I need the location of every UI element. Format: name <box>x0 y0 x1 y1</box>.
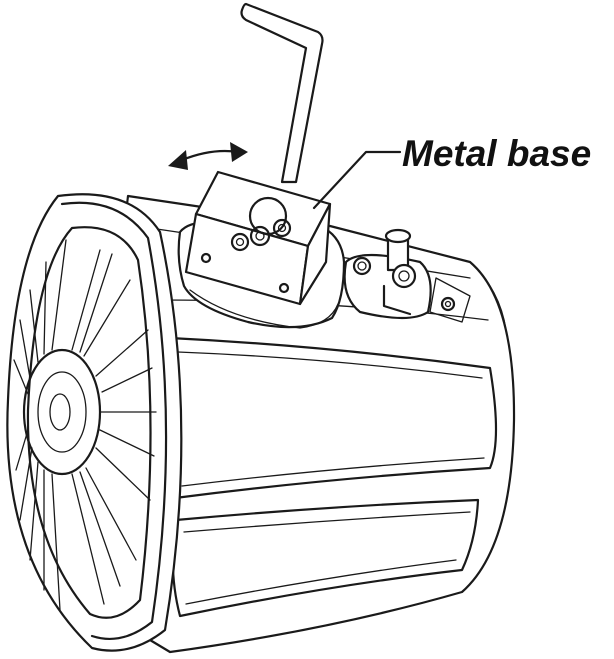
speaker-grille <box>6 193 183 652</box>
rotate-arrow-icon <box>168 142 248 170</box>
allen-key-icon <box>240 2 324 184</box>
callout-leader <box>312 150 402 210</box>
metal-base-label: Metal base <box>402 133 592 174</box>
terminal-block <box>343 228 471 323</box>
metal-base <box>184 170 332 306</box>
